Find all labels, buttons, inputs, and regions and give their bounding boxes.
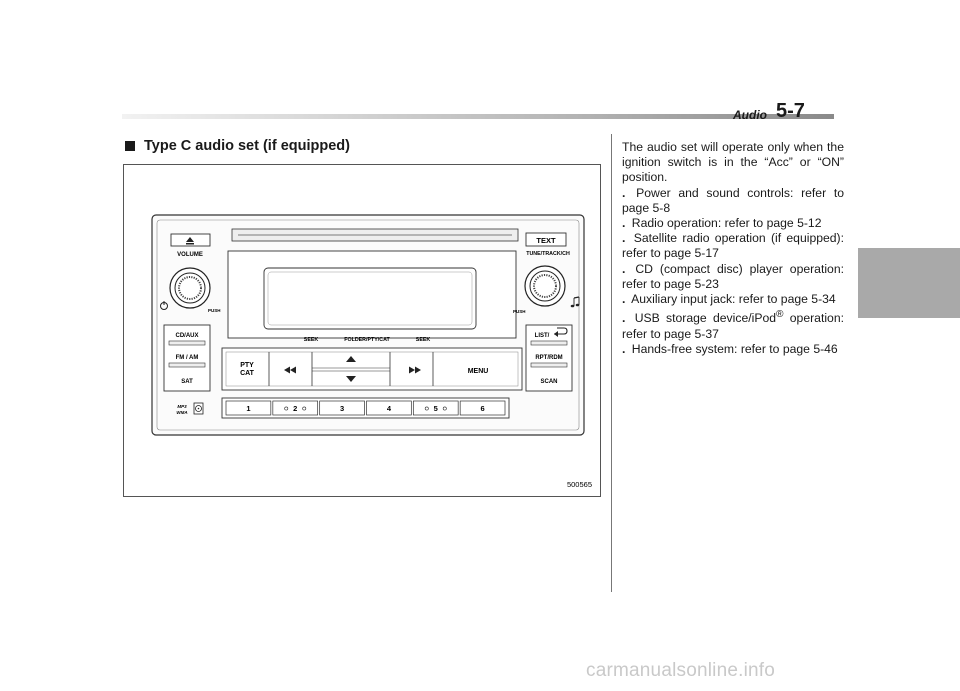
preset-button-4 xyxy=(366,400,412,416)
tune-label: TUNE/TRACK/CH xyxy=(526,251,570,257)
display-screen xyxy=(263,267,477,330)
chapter-side-tab xyxy=(858,248,960,318)
watermark: carmanualsonline.info xyxy=(586,660,776,681)
bullet-marker: . xyxy=(622,311,626,326)
back-arrow-icon xyxy=(554,327,568,337)
folder-label: FOLDER/PTY/CAT xyxy=(344,337,390,343)
menu-label: MENU xyxy=(468,368,489,375)
seek-right-label: SEEK xyxy=(416,337,431,343)
body-text: The audio set will operate only when the… xyxy=(622,140,844,357)
preset-label-3: 3 xyxy=(340,404,344,413)
bullet-text: Satellite radio operation (if equipped):… xyxy=(622,231,845,261)
volume-label: VOLUME xyxy=(177,252,203,258)
music-note-icon xyxy=(570,296,580,308)
tactile-dot-icon xyxy=(284,406,289,411)
preset-button-5 xyxy=(412,400,459,416)
sat-label: SAT xyxy=(181,379,193,385)
rewind-icon xyxy=(284,366,296,374)
bullet-7: . Hands-free system: refer to page 5-46 xyxy=(622,342,844,357)
bullet-4: . CD (compact disc) player operation: re… xyxy=(622,262,844,292)
header-page-number: 5-7 xyxy=(776,100,805,122)
bullet-text: Auxiliary input jack: refer to page 5-34 xyxy=(631,292,836,307)
scan-label: SCAN xyxy=(540,379,557,385)
cat-label: CAT xyxy=(240,370,255,377)
intro-paragraph: The audio set will operate only when the… xyxy=(622,140,844,185)
power-icon xyxy=(160,301,168,310)
figure-id: 500565 xyxy=(567,480,592,489)
bullet-3: . Satellite radio operation (if equipped… xyxy=(622,231,844,261)
column-divider xyxy=(611,134,612,592)
bullet-text: USB storage device/iPod xyxy=(634,311,776,326)
folder-up-icon xyxy=(346,356,356,362)
text-button-label: TEXT xyxy=(536,236,556,245)
preset-label-4: 4 xyxy=(387,404,392,413)
fast-forward-icon xyxy=(409,366,421,374)
bullet-marker: . xyxy=(622,216,626,231)
source-button-group xyxy=(163,324,211,392)
tactile-dot-icon xyxy=(424,406,429,411)
section-square-icon xyxy=(125,141,135,151)
audio-set-figure: VOLUME PUSH SEEK FOLDER/PTY/CAT SEEK TEX… xyxy=(123,164,601,497)
wma-label: WMA xyxy=(176,410,187,415)
seek-left-label: SEEK xyxy=(304,337,319,343)
bullet-5: . Auxiliary input jack: refer to page 5-… xyxy=(622,292,844,307)
preset-label-1: 1 xyxy=(246,404,250,413)
tune-knob xyxy=(524,265,566,307)
function-button-group xyxy=(525,324,573,392)
bullet-text: Radio operation: refer to page 5-12 xyxy=(631,216,822,231)
preset-button-2 xyxy=(272,400,319,416)
preset-button-1 xyxy=(225,400,272,416)
registered-mark: ® xyxy=(776,309,784,321)
tactile-dot-icon xyxy=(302,406,307,411)
list-label: LIST/ xyxy=(535,333,550,339)
usb-disc-icon xyxy=(193,402,204,415)
eject-icon xyxy=(186,237,194,245)
bullet-text: Hands-free system: refer to page 5-46 xyxy=(631,341,838,356)
bullet-6: . USB storage device/iPod® operation: re… xyxy=(622,307,844,341)
mp3-label: MP3 xyxy=(177,404,187,409)
section-title-text: Type C audio set (if equipped) xyxy=(144,138,350,154)
volume-knob xyxy=(169,267,211,309)
bullet-2: . Radio operation: refer to page 5-12 xyxy=(622,216,844,231)
bullet-marker: . xyxy=(622,341,626,356)
cd-aux-label: CD/AUX xyxy=(175,333,198,339)
folder-down-icon xyxy=(346,376,356,382)
bullet-1: . Power and sound controls: refer to pag… xyxy=(622,186,844,216)
text-button xyxy=(525,232,567,247)
header-rule xyxy=(122,114,834,119)
section-title: Type C audio set (if equipped) xyxy=(125,138,350,154)
bullet-marker: . xyxy=(622,261,626,276)
tactile-dot-icon xyxy=(442,406,447,411)
bullet-marker: . xyxy=(622,185,626,200)
bullet-marker: . xyxy=(622,292,626,307)
preset-buttons: 1 2 3 4 5 6 xyxy=(225,400,506,416)
push-label-left: PUSH xyxy=(208,308,221,313)
header-section-name: Audio xyxy=(733,108,767,122)
bullet-text: Power and sound controls: refer to page … xyxy=(622,185,844,215)
preset-button-3 xyxy=(319,400,365,416)
pty-label: PTY xyxy=(240,362,254,369)
bullet-text-continued: operation: refer to page 5-37 xyxy=(622,311,844,341)
fm-am-label: FM / AM xyxy=(176,355,199,361)
preset-label-5: 5 xyxy=(434,404,438,413)
preset-button-6 xyxy=(459,400,506,416)
audio-unit-illustration: VOLUME PUSH SEEK FOLDER/PTY/CAT SEEK TEX… xyxy=(151,214,592,489)
push-label-right: PUSH xyxy=(513,309,526,314)
preset-label-6: 6 xyxy=(480,404,484,413)
preset-label-2: 2 xyxy=(293,404,297,413)
center-control-row xyxy=(221,347,523,391)
rpt-rdm-label: RPT/RDM xyxy=(535,355,562,361)
bullet-text: CD (compact disc) player operation: refe… xyxy=(622,261,844,291)
bullet-marker: . xyxy=(622,231,626,246)
